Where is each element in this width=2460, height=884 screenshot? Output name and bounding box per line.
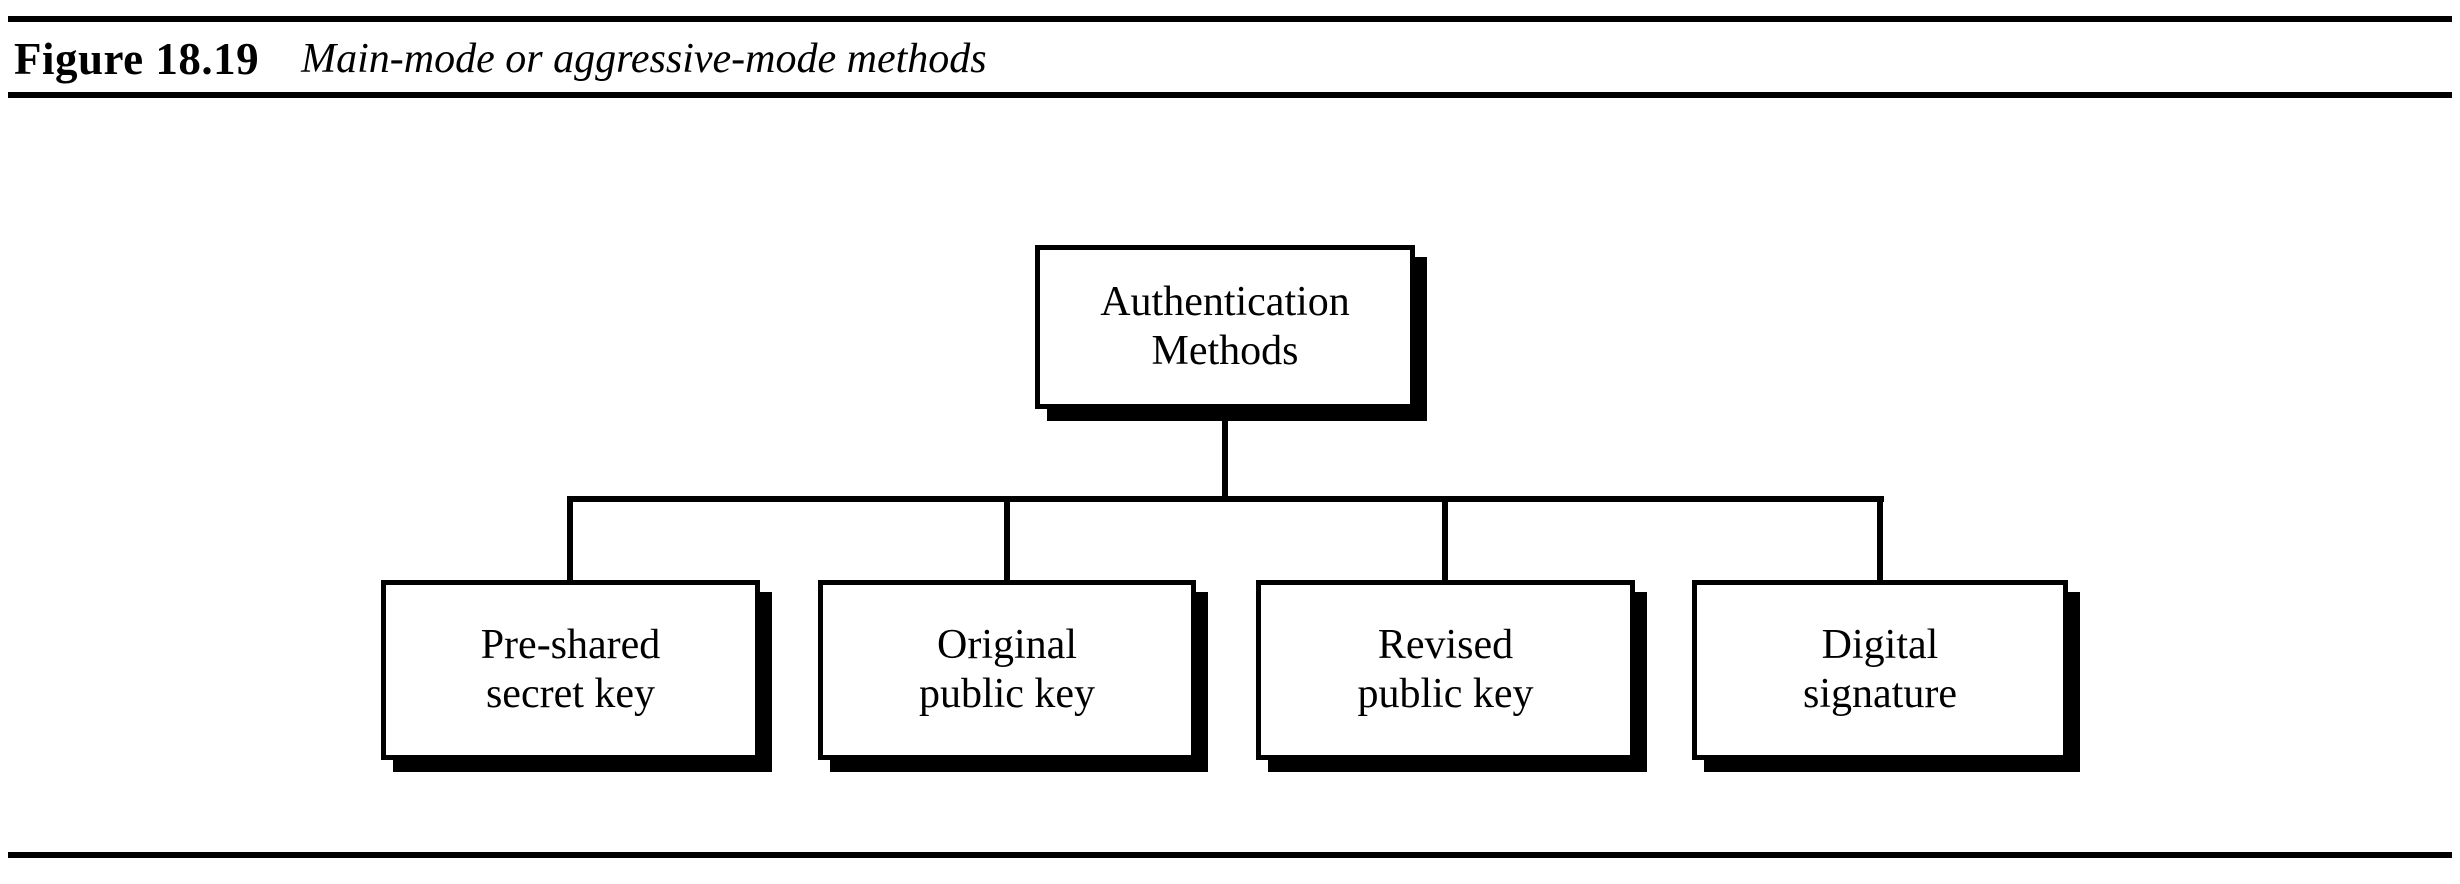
node-leaf-4-line-2: signature [1803,671,1957,717]
connector-drop-4 [1877,496,1883,582]
caption-rule [8,92,2452,98]
figure-title: Main-mode or aggressive-mode methods [301,36,987,82]
node-root-line-1: Authentication [1100,279,1350,326]
node-pre-shared-secret-key: Pre-shared secret key [381,580,760,760]
node-digital-signature: Digital signature [1692,580,2068,760]
figure-caption: Figure 18.19 Main-mode or aggressive-mod… [14,30,987,88]
top-rule [8,16,2452,22]
node-leaf-3-line-2: public key [1357,671,1534,717]
node-leaf-3-line-1: Revised [1377,622,1514,669]
node-authentication-methods: Authentication Methods [1035,245,1415,409]
node-leaf-2-line-2: public key [918,671,1096,717]
node-leaf-1-line-2: secret key [485,671,656,717]
tree-diagram: Authentication Methods Pre-shared secret… [0,98,2460,852]
connector-drop-1 [567,496,573,582]
bottom-rule [8,852,2452,858]
node-revised-public-key: Revised public key [1256,580,1635,760]
node-original-public-key: Original public key [818,580,1196,760]
node-leaf-1-line-1: Pre-shared [480,622,661,669]
figure-number: Figure 18.19 [14,34,260,84]
connector-bus [570,496,1884,502]
connector-drop-3 [1442,496,1448,582]
node-root-line-2: Methods [1151,328,1299,374]
connector-root-stem [1222,409,1228,502]
node-leaf-4-line-1: Digital [1821,622,1939,669]
connector-drop-2 [1004,496,1010,582]
node-leaf-2-line-1: Original [937,622,1077,669]
